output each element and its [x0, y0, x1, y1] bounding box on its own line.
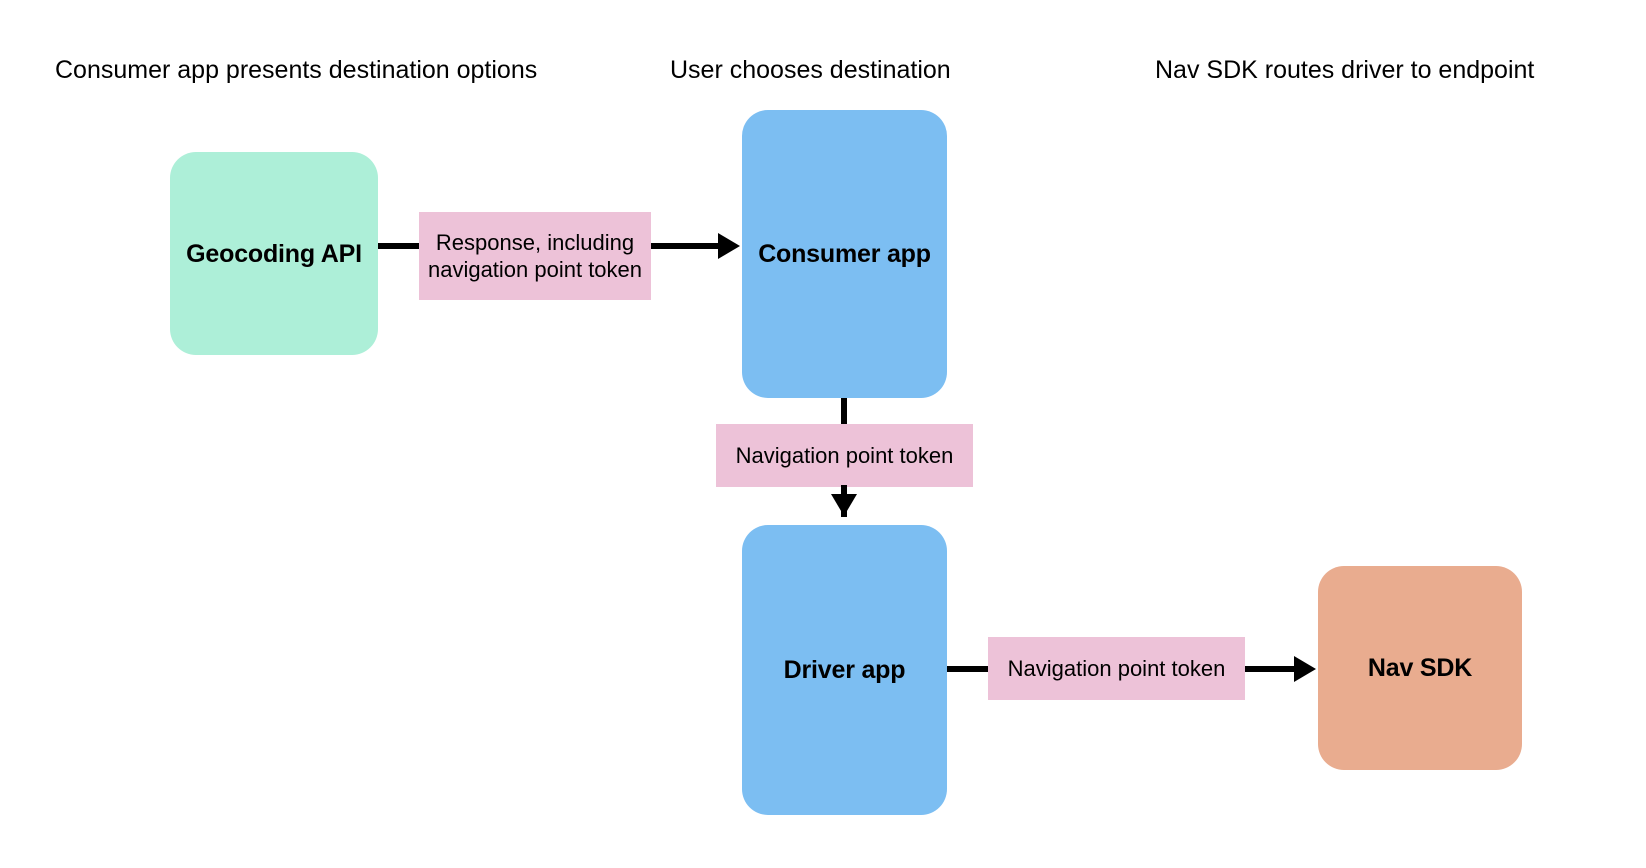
connector-label-to-consumer-app [651, 243, 721, 249]
node-driver-app[interactable]: Driver app [742, 525, 947, 815]
arrow-down-icon-to-driver-app [831, 494, 857, 516]
column-header-nav-sdk-routes: Nav SDK routes driver to endpoint [1155, 56, 1535, 84]
node-nav-sdk[interactable]: Nav SDK [1318, 566, 1522, 770]
edge-label-response-text: Response, including navigation point tok… [427, 230, 643, 282]
connector-geocoding-to-label [378, 243, 420, 249]
edge-label-response-navigation-point-token: Response, including navigation point tok… [419, 212, 651, 300]
edge-label-navigation-point-token-horizontal-text: Navigation point token [1007, 656, 1226, 681]
connector-label-to-nav-sdk [1245, 666, 1297, 672]
node-nav-sdk-label: Nav SDK [1367, 654, 1473, 682]
node-consumer-app-label: Consumer app [758, 240, 931, 268]
arrow-right-icon-to-consumer-app [718, 233, 740, 259]
edge-label-navigation-point-token-vertical: Navigation point token [716, 424, 973, 487]
node-consumer-app[interactable]: Consumer app [742, 110, 947, 398]
node-driver-app-label: Driver app [783, 656, 906, 684]
node-geocoding-api-label: Geocoding API [186, 239, 362, 268]
edge-label-navigation-point-token-horizontal: Navigation point token [988, 637, 1245, 700]
node-geocoding-api[interactable]: Geocoding API [170, 152, 378, 355]
column-header-consumer-app: Consumer app presents destination option… [55, 56, 538, 84]
arrow-right-icon-to-nav-sdk [1294, 656, 1316, 682]
connector-driver-app-to-label [947, 666, 991, 672]
connector-consumer-app-to-label [841, 398, 847, 428]
edge-label-navigation-point-token-vertical-text: Navigation point token [735, 443, 954, 468]
column-header-user-chooses: User chooses destination [670, 56, 951, 84]
